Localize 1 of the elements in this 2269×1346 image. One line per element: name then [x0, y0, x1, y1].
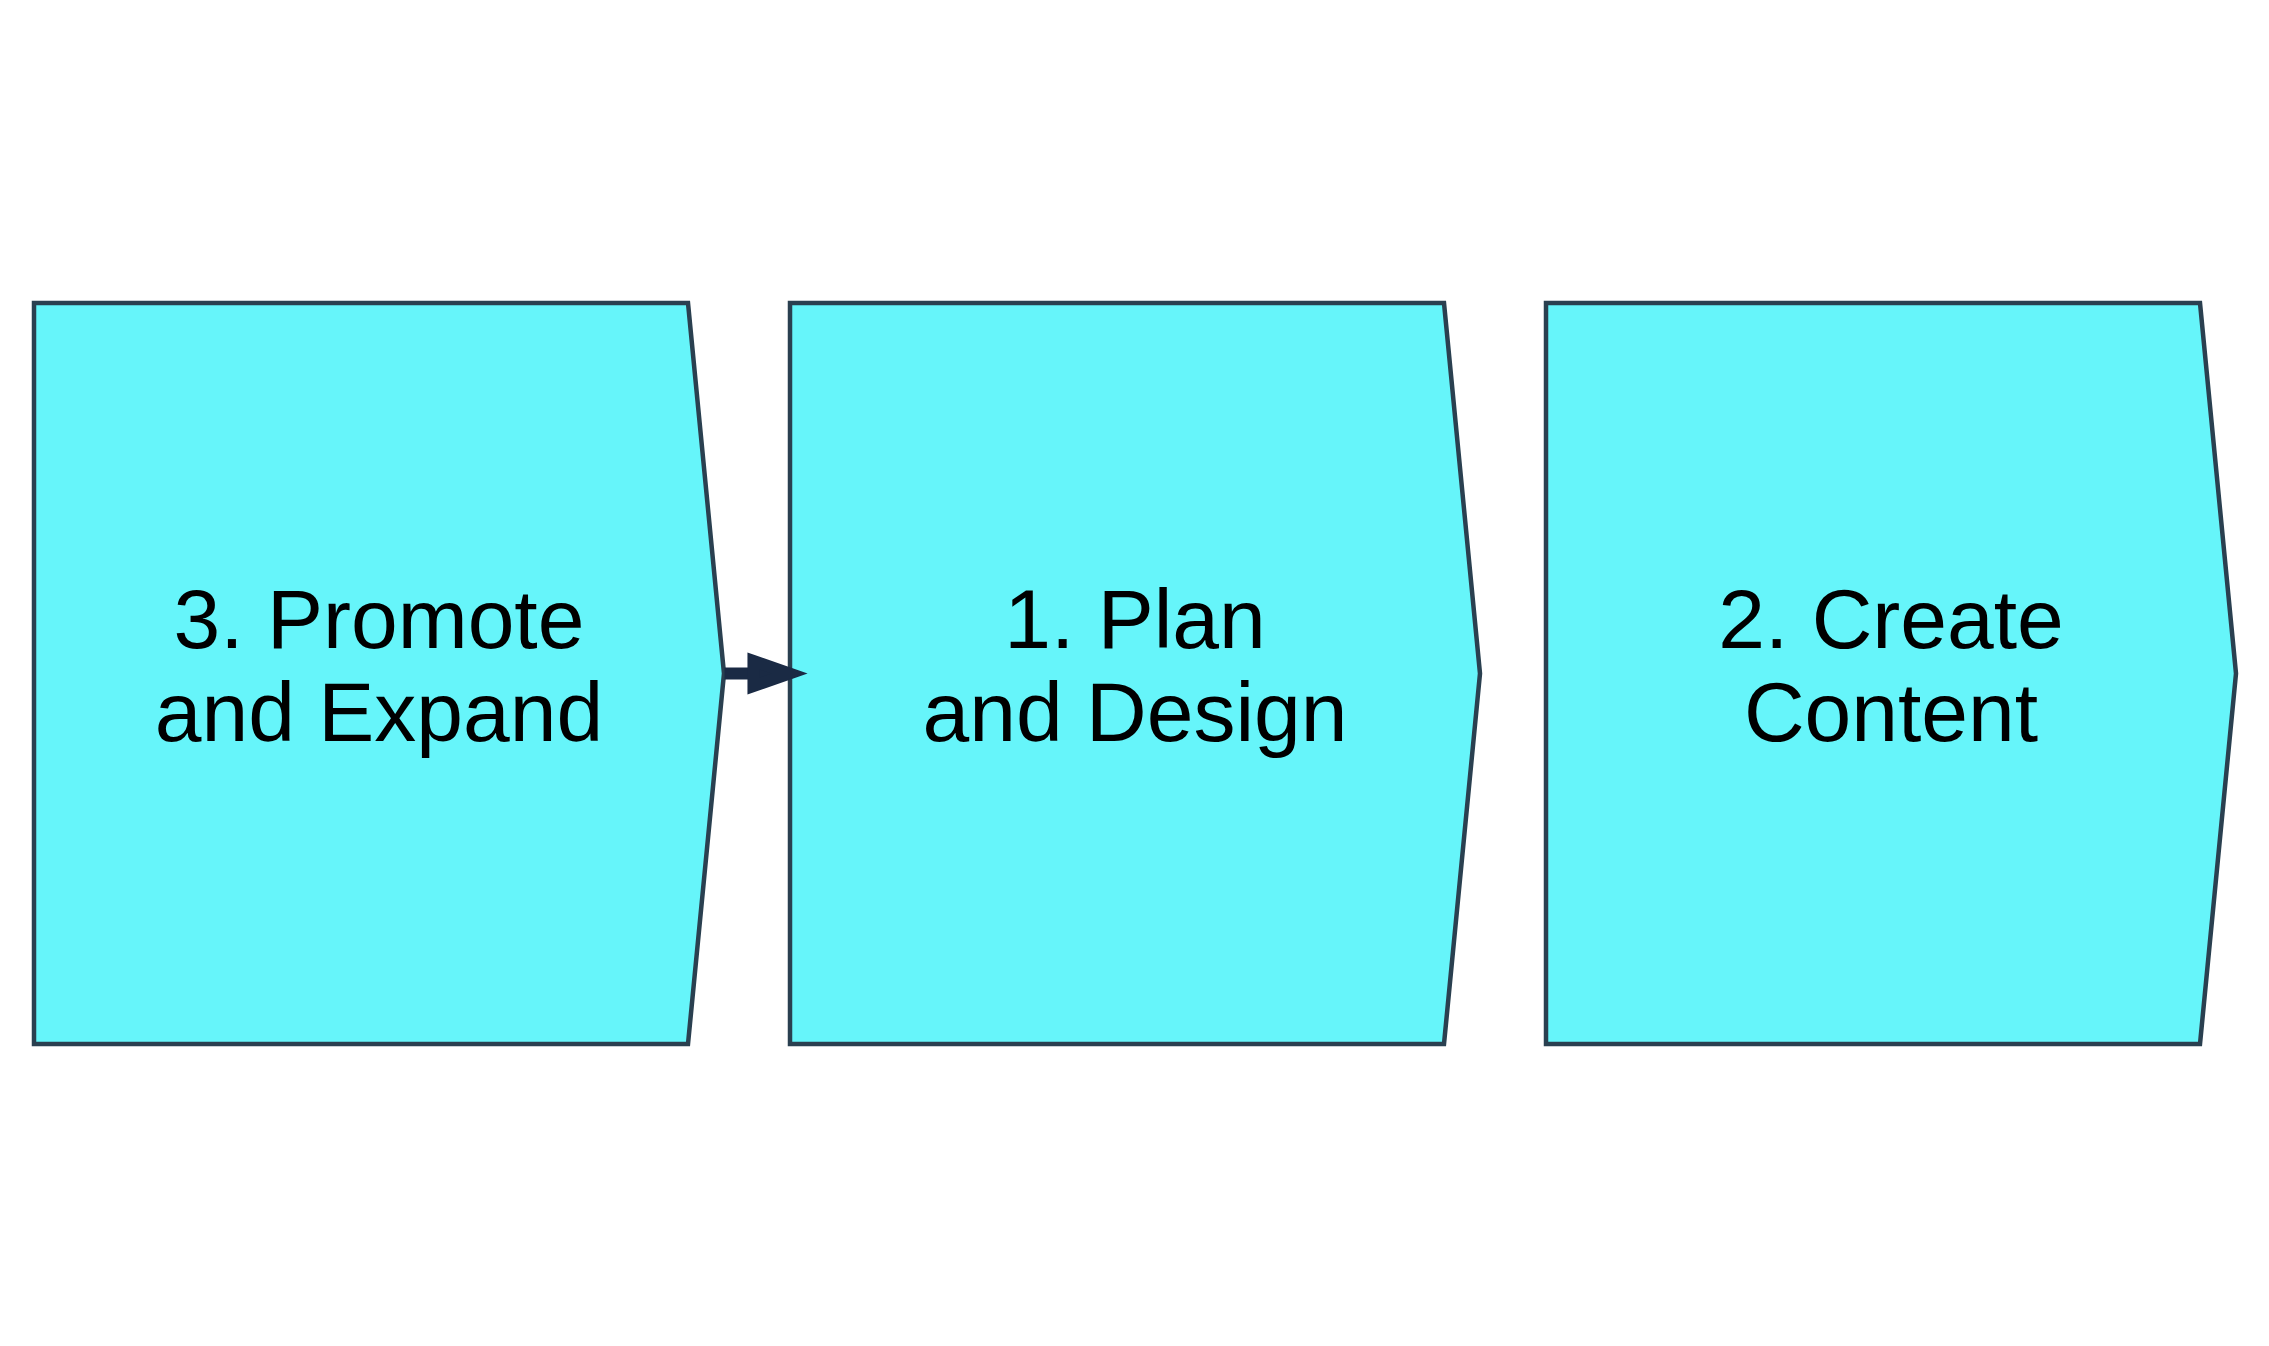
arrow: [724, 651, 808, 695]
